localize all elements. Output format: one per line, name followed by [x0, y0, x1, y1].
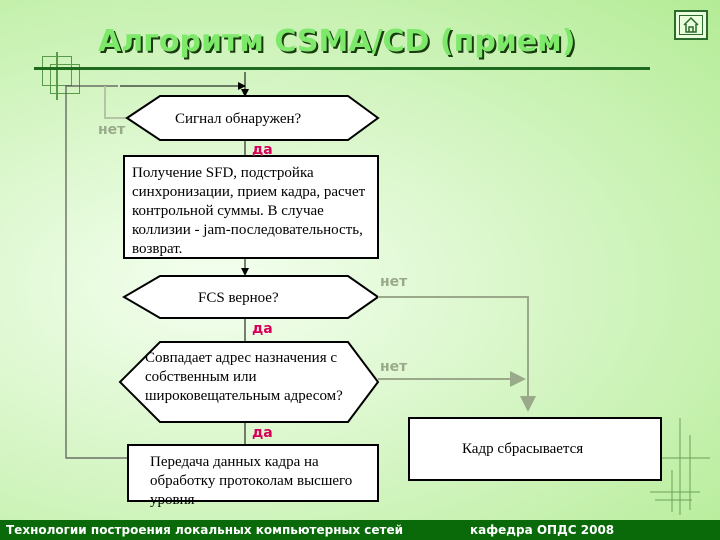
footer-course: Технологии построения локальных компьюте… [6, 523, 404, 537]
loop-back-line [65, 85, 128, 459]
home-button[interactable] [674, 10, 708, 40]
address-decision-shape [118, 341, 380, 423]
address-yes-label: да [252, 425, 273, 441]
discard-process-shape [408, 417, 662, 481]
fcs-yes-label: да [252, 321, 273, 337]
decor-line [56, 52, 58, 100]
fcs-no-line [378, 296, 536, 412]
receive-process-shape [123, 155, 379, 259]
footer-bar: Технологии построения локальных компьюте… [0, 520, 720, 540]
signal-decision-shape [125, 95, 380, 141]
transfer-process-shape [127, 444, 379, 502]
fcs-no-label: нет [380, 274, 408, 290]
flowchart [65, 72, 710, 515]
receive-process-label: Получение SFD, подстройка синхронизации,… [132, 165, 366, 257]
address-decision-label: Совпадает адрес назначения с собственным… [145, 350, 343, 404]
footer-department: кафедра ОПДС 2008 [470, 523, 615, 537]
signal-decision-label: Сигнал обнаружен? [175, 111, 302, 127]
decor-lines [650, 418, 710, 515]
decor-square [50, 64, 80, 94]
fcs-decision-label: FCS верное? [198, 290, 279, 306]
address-no-label: нет [380, 359, 408, 375]
discard-process-label: Кадр сбрасывается [462, 441, 584, 457]
home-icon [683, 16, 699, 33]
slide-title: Алгоритм CSMA/CD (прием) [98, 24, 576, 59]
signal-no-line [104, 86, 127, 119]
transfer-process-label: Передача данных кадра на обработку прото… [150, 454, 353, 508]
signal-no-label: нет [98, 122, 126, 138]
title-underline [34, 67, 650, 70]
signal-yes-label: да [252, 142, 273, 158]
